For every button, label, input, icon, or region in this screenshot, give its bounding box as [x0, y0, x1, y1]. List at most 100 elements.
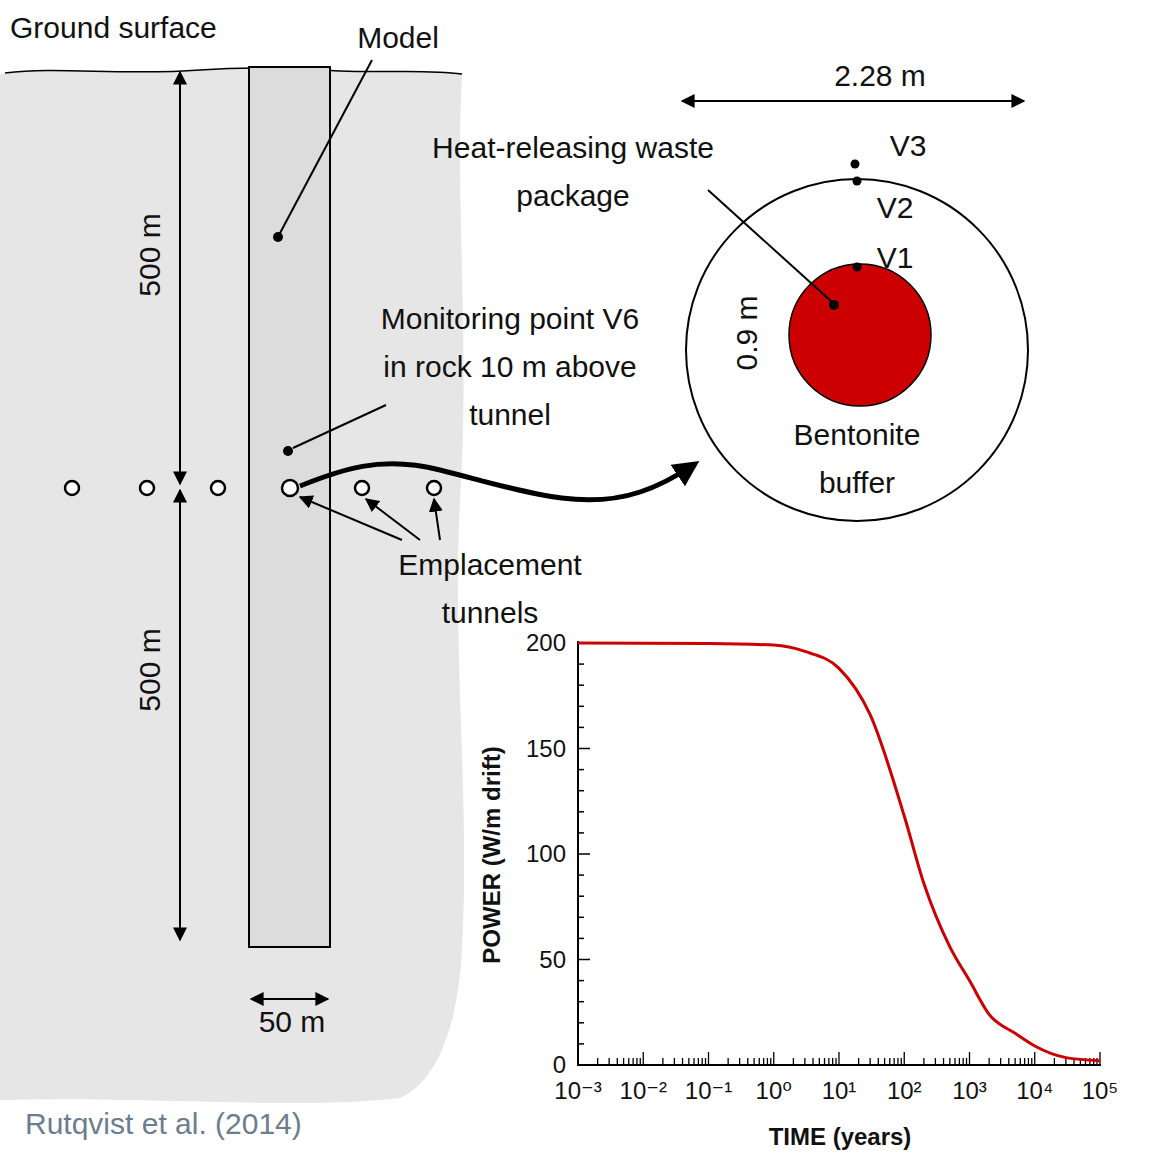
- x-tick: [688, 1058, 689, 1065]
- zoom-arrow: [300, 464, 695, 500]
- y-tick: [578, 1043, 584, 1045]
- x-tick: [770, 1058, 771, 1065]
- x-tick: [763, 1058, 764, 1065]
- x-tick: [702, 1058, 703, 1065]
- y-tick: [578, 706, 584, 708]
- x-tick: [623, 1058, 624, 1065]
- x-tick: [897, 1058, 898, 1065]
- y-tick: [578, 917, 584, 919]
- x-tick: [1024, 1058, 1025, 1065]
- x-tick: [636, 1058, 637, 1065]
- rock-mass: [0, 68, 464, 1103]
- y-tick-label: 100: [526, 840, 566, 869]
- monitoring-point: [853, 263, 862, 272]
- x-tick: [812, 1058, 813, 1065]
- x-tick-label: 10²: [887, 1077, 922, 1106]
- x-tick: [708, 1052, 709, 1065]
- x-tick: [878, 1058, 879, 1065]
- x-tick: [824, 1058, 825, 1065]
- x-tick: [640, 1058, 641, 1065]
- y-tick-label: 200: [526, 629, 566, 658]
- x-tick: [1054, 1058, 1055, 1065]
- tunnel-label: Emplacement tunnels: [365, 541, 615, 637]
- monitoring-point-label: V2: [877, 190, 914, 226]
- leader-line: [708, 190, 832, 302]
- y-tick: [578, 811, 584, 813]
- x-tick: [747, 1058, 748, 1065]
- y-tick-label: 50: [539, 945, 566, 974]
- x-tick-label: 10⁴: [1016, 1077, 1053, 1106]
- x-tick: [969, 1052, 970, 1065]
- x-tick-label: 10⁻¹: [685, 1077, 732, 1106]
- y-tick: [578, 790, 584, 792]
- x-tick-label: 10⁵: [1082, 1077, 1119, 1106]
- monitoring-label: Monitoring point V6 in rock 10 m above t…: [379, 295, 641, 439]
- package-label: Heat-releasing waste package: [431, 124, 716, 220]
- y-tick: [578, 727, 584, 729]
- x-tick: [804, 1058, 805, 1065]
- model-column: [249, 67, 330, 947]
- model-label: Model: [357, 20, 439, 56]
- x-tick: [835, 1058, 836, 1065]
- emplacement-tunnels: [65, 480, 441, 496]
- axis-title: POWER (W/m drift): [478, 746, 507, 963]
- y-tick: [578, 980, 584, 982]
- marker-dot: [829, 300, 839, 310]
- x-tick: [705, 1058, 706, 1065]
- x-tick: [819, 1058, 820, 1065]
- node-label: Bentonite buffer: [757, 411, 957, 507]
- x-tick: [643, 1052, 644, 1065]
- x-tick: [597, 1058, 598, 1065]
- x-tick: [858, 1058, 859, 1065]
- x-tick: [832, 1058, 833, 1065]
- x-tick: [943, 1058, 944, 1065]
- dimension-arrow: [179, 490, 181, 940]
- dimension-arrow: [682, 100, 1024, 102]
- dimension-label: 2.28 m: [834, 58, 926, 94]
- x-tick: [1034, 1052, 1035, 1065]
- leader-line: [279, 60, 372, 235]
- x-tick: [1099, 1052, 1100, 1065]
- x-tick: [693, 1058, 694, 1065]
- x-tick: [698, 1058, 699, 1065]
- dimension-label: 50 m: [259, 1004, 326, 1040]
- y-tick-label: 0: [553, 1051, 566, 1080]
- y-tick: [578, 1022, 584, 1024]
- y-tick: [578, 769, 584, 771]
- monitoring-point-label: V1: [877, 240, 914, 276]
- x-tick: [759, 1058, 760, 1065]
- leader-line: [293, 405, 386, 448]
- y-tick: [578, 684, 584, 686]
- x-tick: [739, 1058, 740, 1065]
- x-tick: [869, 1058, 870, 1065]
- monitoring-point-label: V3: [890, 128, 927, 164]
- x-tick: [1028, 1058, 1029, 1065]
- x-tick: [682, 1058, 683, 1065]
- monitoring-point: [853, 177, 862, 186]
- y-tick: [578, 853, 590, 855]
- x-tick: [577, 1052, 578, 1065]
- x-tick: [674, 1058, 675, 1065]
- dimension-arrow: [251, 998, 328, 1000]
- x-tick: [628, 1058, 629, 1065]
- leader-line: [434, 499, 440, 540]
- x-tick: [889, 1058, 890, 1065]
- power-curve: [578, 643, 1100, 1061]
- x-tick: [893, 1058, 894, 1065]
- x-tick-label: 10³: [952, 1077, 987, 1106]
- x-tick-label: 10¹: [822, 1077, 857, 1106]
- x-tick: [608, 1058, 609, 1065]
- monitoring-point: [851, 160, 860, 169]
- x-tick: [1031, 1058, 1032, 1065]
- x-tick: [901, 1058, 902, 1065]
- leader-line: [366, 499, 420, 540]
- x-tick: [662, 1058, 663, 1065]
- x-tick: [632, 1058, 633, 1065]
- x-tick: [954, 1058, 955, 1065]
- x-tick: [923, 1058, 924, 1065]
- dimension-arrow: [179, 72, 181, 484]
- dimension-label: 0.9 m: [729, 295, 765, 370]
- dimension-label: 500 m: [132, 628, 168, 711]
- x-tick: [767, 1058, 768, 1065]
- y-tick: [578, 959, 590, 961]
